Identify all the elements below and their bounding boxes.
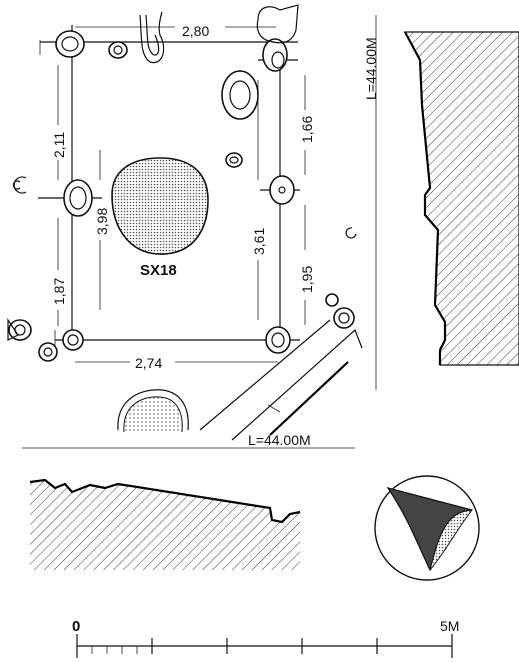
elevation-label-bottom: L=44.00M bbox=[248, 432, 311, 448]
post-hole bbox=[333, 307, 355, 329]
scale-label-end: 5M bbox=[440, 618, 459, 634]
post-hole bbox=[63, 179, 93, 217]
dimension-right-upper: 1,66 bbox=[299, 116, 315, 143]
dimension-bottom: 2,74 bbox=[135, 355, 162, 371]
dimension-top: 2,80 bbox=[182, 23, 209, 39]
post-hole bbox=[269, 175, 295, 205]
right-section-profile: L=44.00M bbox=[363, 15, 519, 390]
scale-label-start: 0 bbox=[72, 618, 80, 635]
corner-mark bbox=[7, 318, 19, 341]
dimension-left-lower: 1,87 bbox=[51, 278, 67, 305]
dimension-inner-left: 3,98 bbox=[94, 208, 110, 235]
feature-label-sx18: SX18 bbox=[140, 262, 177, 279]
post-hole bbox=[221, 70, 259, 120]
curved-pit bbox=[145, 14, 160, 56]
dimension-lines bbox=[57, 26, 306, 363]
diagonal-trench bbox=[231, 328, 363, 441]
scale-bar: 0 5M bbox=[72, 618, 459, 658]
post-hole bbox=[62, 329, 84, 351]
post-hole bbox=[262, 38, 288, 72]
post-hole bbox=[8, 319, 32, 341]
curved-pit bbox=[256, 4, 299, 44]
post-hole bbox=[265, 326, 291, 354]
post-hole bbox=[108, 41, 128, 59]
post-hole bbox=[345, 227, 357, 239]
post-hole bbox=[55, 30, 85, 58]
elevation-label-right: L=44.00M bbox=[363, 37, 379, 100]
post-hole bbox=[325, 293, 339, 307]
curved-pit bbox=[139, 11, 165, 64]
post-hole bbox=[12, 176, 27, 194]
dimension-inner-right: 3,61 bbox=[251, 228, 267, 255]
diagonal-trench bbox=[199, 319, 331, 431]
diagonal-trench bbox=[269, 361, 349, 436]
north-arrow-icon bbox=[374, 475, 480, 581]
bottom-section-profile: L=44.00M bbox=[22, 432, 355, 570]
post-hole bbox=[225, 152, 243, 168]
curved-pit bbox=[117, 389, 189, 431]
sx18-feature bbox=[111, 157, 209, 255]
dimension-right-lower: 1,95 bbox=[299, 266, 315, 293]
dimension-left-upper: 2,11 bbox=[51, 132, 67, 158]
post-hole bbox=[38, 342, 58, 362]
